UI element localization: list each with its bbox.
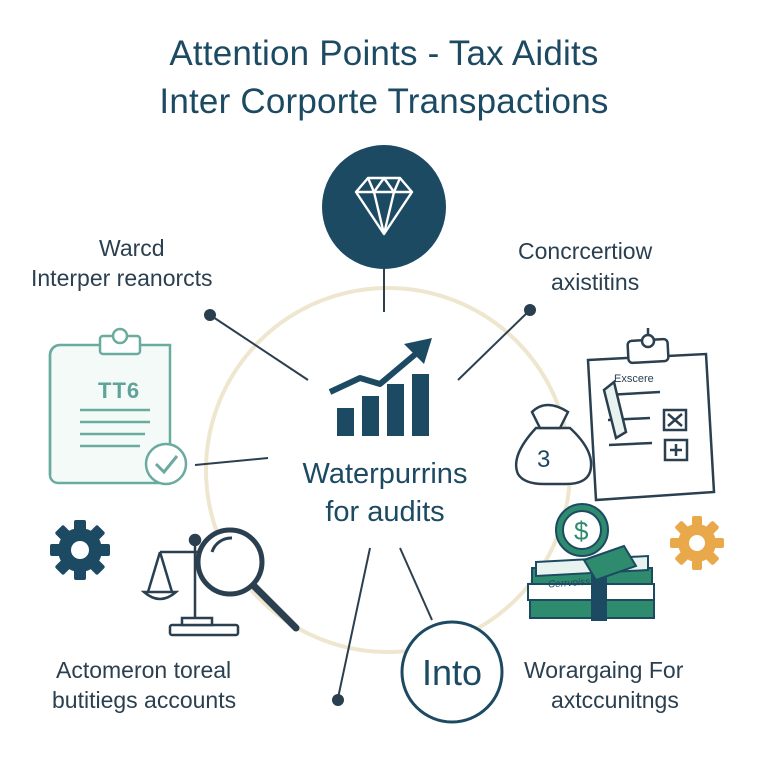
connector-top-left [209, 314, 309, 381]
into-label: Into [421, 652, 483, 693]
gear-icon [50, 520, 110, 580]
page-title: Attention Points - Tax Aidits Inter Corp… [0, 30, 768, 126]
document-check-icon [48, 327, 188, 486]
connector-bottom-right [399, 547, 433, 621]
clipboard-checklist-icon [586, 328, 716, 502]
center-label-line-2: for audits [325, 496, 445, 528]
connector-bottom-left [337, 547, 371, 699]
label-top-right-line-1: Concrcertiow [518, 238, 653, 264]
gear-orange-icon [670, 516, 724, 570]
document-text: TT6 [98, 378, 141, 403]
center-label: Waterpurrins for audits [250, 455, 520, 531]
label-top-right-line-2: axistitins [551, 269, 640, 295]
label-bottom-left-line-1: Actomeron toreal [56, 657, 232, 683]
center-label-line-1: Waterpurrins [302, 458, 468, 490]
connector-top-left-dot [204, 309, 216, 321]
label-top-left-line-1: Warcd [99, 235, 165, 261]
connector-bottom-left-dot [332, 694, 344, 706]
label-top-left-line-2: Interper reanorcts [31, 265, 213, 291]
title-line-2: Inter Corporte Transpactions [159, 82, 609, 121]
into-circle [400, 620, 504, 724]
growth-chart-icon [328, 338, 432, 436]
cash-stack-icon [527, 503, 655, 621]
label-bottom-right-line-1: Worargaing For [524, 657, 684, 683]
connector-left [194, 457, 269, 466]
connector-top-right-dot [524, 304, 536, 316]
label-bottom-left-line-2: butitiegs accounts [52, 687, 237, 713]
label-bottom-right-line-2: axtccunitngs [551, 687, 679, 713]
diamond-icon [322, 145, 446, 269]
dollar-sign: $ [574, 516, 589, 546]
scale-magnifier-icon [140, 527, 300, 637]
clipboard-title: Exscere [614, 373, 654, 385]
connector-top-right [457, 309, 531, 381]
money-bag-number: 3 [537, 446, 551, 473]
money-bag-icon [514, 403, 593, 486]
title-line-1: Attention Points - Tax Aidits [169, 34, 599, 73]
